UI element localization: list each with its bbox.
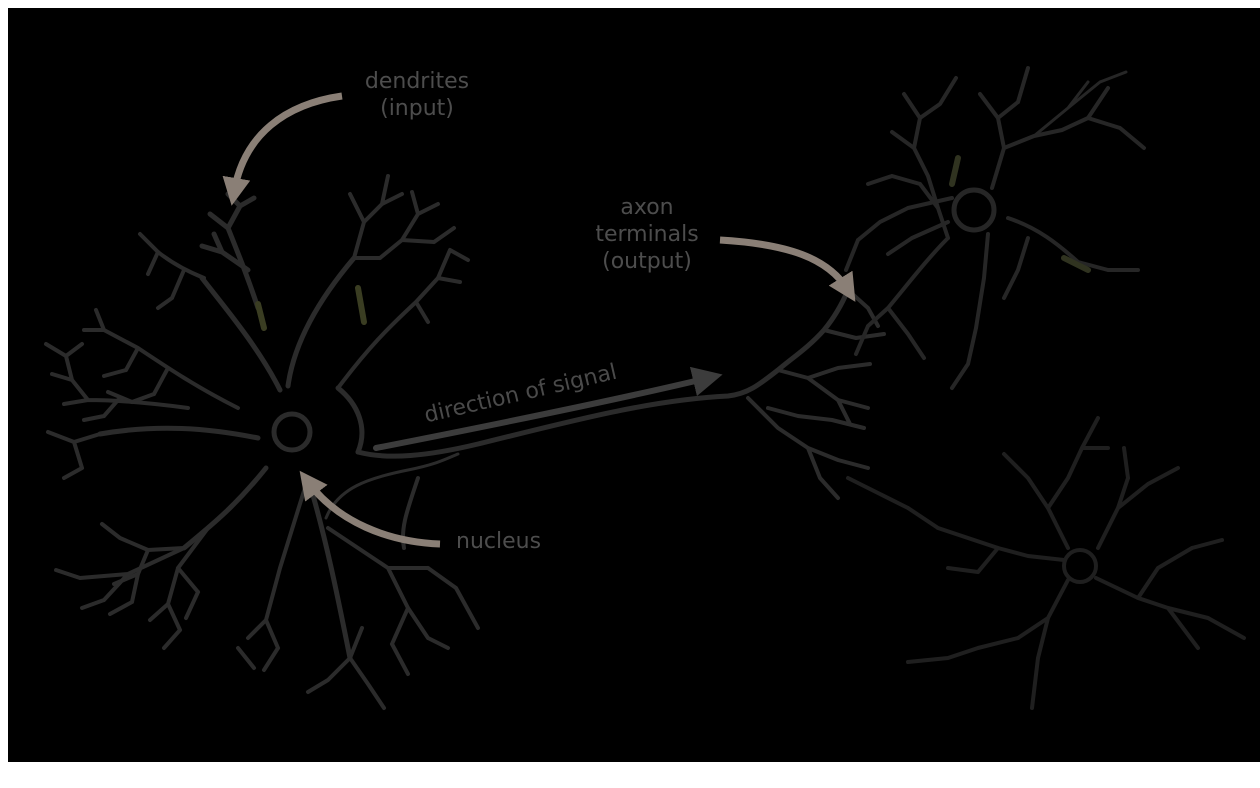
dendrite — [350, 176, 454, 258]
nucleus-circle-upper — [954, 190, 994, 230]
dendrite — [56, 548, 184, 608]
dendrites-label-line2: (input) — [352, 95, 482, 122]
axon-terminals-label-line3: (output) — [582, 248, 712, 275]
sender-neuron — [46, 176, 884, 708]
axon — [326, 454, 458, 518]
dendrites-arrow — [234, 96, 342, 192]
dendrite — [150, 528, 208, 648]
receiver-neuron-upper — [846, 68, 1144, 388]
dendrite — [48, 432, 100, 478]
axon-terminals-label-line2: terminals — [582, 221, 712, 248]
dendrite — [140, 234, 204, 308]
dendrite — [328, 478, 478, 674]
dendrites-label-line1: dendrites — [352, 68, 482, 95]
dendrite — [46, 344, 188, 420]
axon-terminals-arrow — [720, 240, 848, 290]
nucleus-label: nucleus — [456, 528, 541, 555]
dendrite — [84, 310, 238, 408]
dendrite — [338, 250, 468, 388]
dendrites-label: dendrites (input) — [352, 68, 482, 122]
neuron-diagram — [8, 8, 1260, 762]
axon-terminals-label-line1: axon — [582, 194, 712, 221]
diagram-canvas: dendrites (input) axon terminals (output… — [8, 8, 1260, 762]
nucleus-circle — [274, 414, 310, 450]
soma — [100, 258, 362, 658]
axon-terminals-label: axon terminals (output) — [582, 194, 712, 275]
dendrite — [238, 478, 384, 708]
receiver-neuron-lower — [848, 418, 1244, 708]
nucleus-circle-lower — [1064, 550, 1096, 582]
